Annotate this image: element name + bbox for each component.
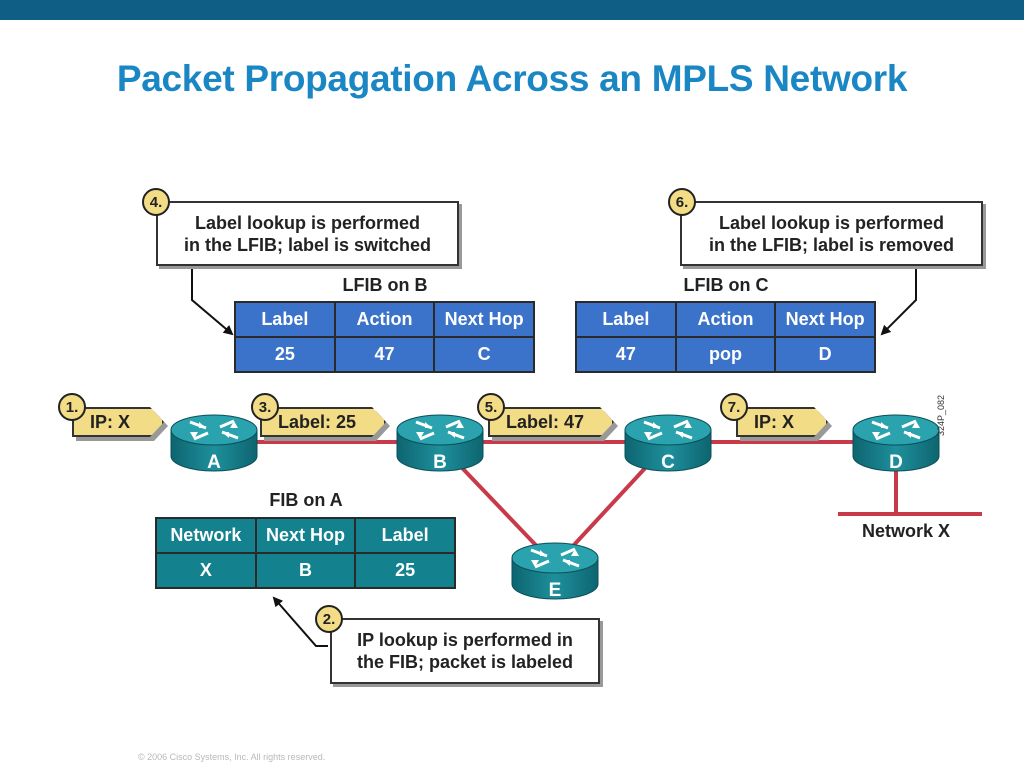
router-d-label: D: [889, 452, 903, 473]
packet-tag-ip-x-7: IP: X: [736, 407, 828, 437]
link-c-e: [558, 450, 662, 562]
step-badge-7: 7.: [720, 393, 748, 421]
packet-tag-label-25: Label: 25: [260, 407, 386, 437]
step-badge-6: 6.: [668, 188, 696, 216]
network-x-label: Network X: [862, 521, 951, 541]
header-cell: Next Hop: [774, 301, 876, 338]
header-cell: Next Hop: [254, 517, 357, 554]
packet-tag-label-47: Label: 47: [488, 407, 614, 437]
table-cell: X: [155, 552, 257, 589]
table-cell: D: [774, 336, 876, 373]
header-cell: Label: [354, 517, 456, 554]
packet-tag-ip-x-1: IP: X: [72, 407, 164, 437]
tag-text: Label: 47: [506, 411, 585, 432]
step-badge-5: 5.: [477, 393, 505, 421]
lfib-c-table: Label Action Next Hop 47 pop D: [575, 301, 876, 373]
table-row: 47 pop D: [575, 336, 876, 373]
fib-a-table: Network Next Hop Label X B 25: [155, 517, 456, 589]
table-cell: 25: [234, 336, 336, 373]
router-e-label: E: [549, 580, 562, 601]
tag-text: Label: 25: [278, 411, 357, 432]
table-cell: B: [254, 552, 357, 589]
table-row: 25 47 C: [234, 336, 535, 373]
arrow-step4: [191, 266, 234, 336]
header-cell: Label: [234, 301, 336, 338]
header-cell: Action: [333, 301, 436, 338]
fib-a-title: FIB on A: [269, 490, 343, 510]
router-b-label: B: [433, 452, 447, 473]
table-cell: 25: [354, 552, 456, 589]
top-banner: [0, 0, 1024, 20]
arrow-step2: [272, 596, 328, 647]
lfib-b-table: Label Action Next Hop 25 47 C: [234, 301, 535, 373]
table-header-row: Network Next Hop Label: [155, 517, 456, 554]
header-cell: Label: [575, 301, 677, 338]
copyright-footer: © 2006 Cisco Systems, Inc. All rights re…: [138, 752, 326, 762]
table-cell: 47: [575, 336, 677, 373]
table-cell: pop: [674, 336, 777, 373]
step-badge-3: 3.: [251, 393, 279, 421]
table-header-row: Label Action Next Hop: [575, 301, 876, 338]
router-c-label: C: [661, 452, 675, 473]
header-cell: Network: [155, 517, 257, 554]
lfib-b-title: LFIB on B: [342, 275, 428, 295]
header-cell: Action: [674, 301, 777, 338]
slide-title: Packet Propagation Across an MPLS Networ…: [116, 58, 908, 99]
tag-text: IP: X: [90, 411, 131, 432]
step-badge-2: 2.: [315, 605, 343, 633]
header-cell: Next Hop: [433, 301, 535, 338]
lfib-c-title: LFIB on C: [683, 275, 769, 295]
step-badge-4: 4.: [142, 188, 170, 216]
figure-id: 324P_082: [936, 394, 946, 436]
table-cell: 47: [333, 336, 436, 373]
step-badge-1: 1.: [58, 393, 86, 421]
router-a-label: A: [207, 452, 221, 473]
tag-text: IP: X: [754, 411, 795, 432]
table-cell: C: [433, 336, 535, 373]
table-header-row: Label Action Next Hop: [234, 301, 535, 338]
arrow-step6: [880, 266, 917, 336]
table-row: X B 25: [155, 552, 456, 589]
